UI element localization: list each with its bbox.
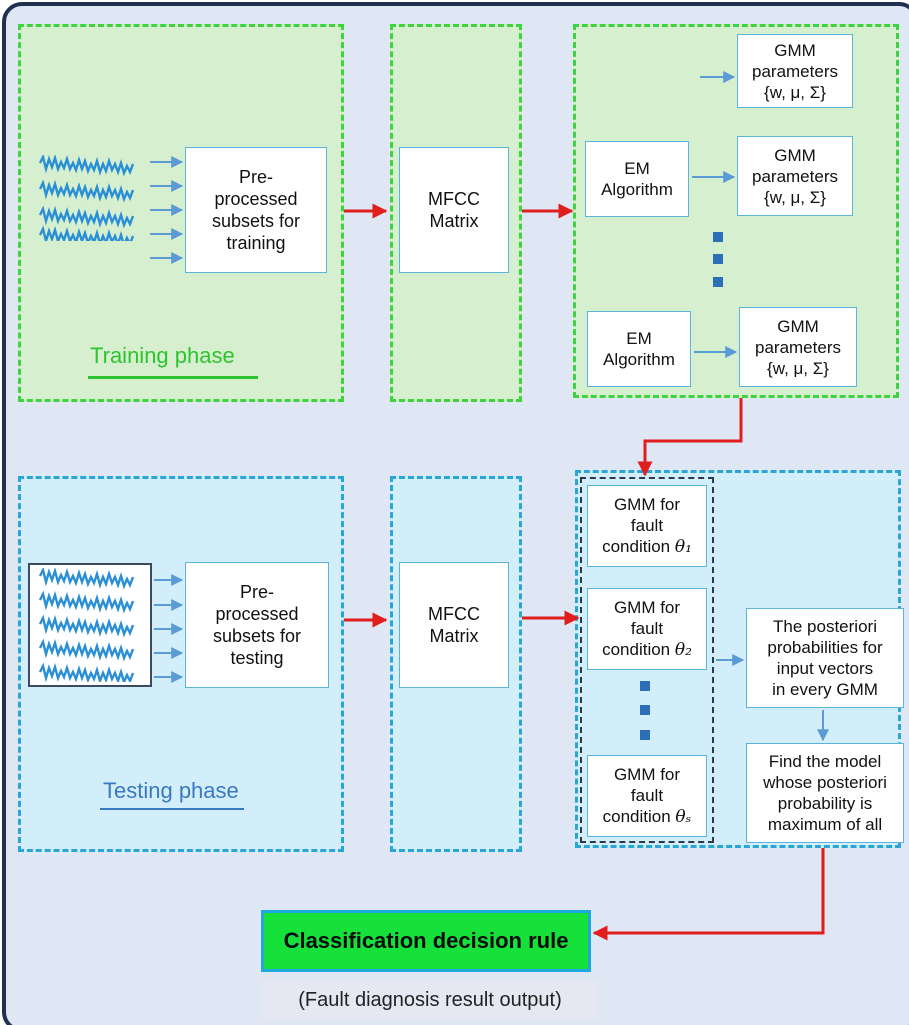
find-model-box: Find the model whose posteriori probabil…: [746, 743, 904, 843]
training-label-underline: [88, 376, 258, 379]
training-gmm-params-top: GMM parameters {w, μ, Σ}: [737, 34, 853, 108]
training-mfcc-box: MFCC Matrix: [399, 147, 509, 273]
testing-gmm-box-s: GMM for fault condition θₛ: [587, 755, 707, 837]
training-em-box-2: EM Algorithm: [587, 311, 691, 387]
testing-gmm-box-2: GMM for fault condition θ₂: [587, 588, 707, 670]
classification-decision-box: Classification decision rule: [261, 910, 591, 972]
testing-gmm-box-1: GMM for fault condition θ₁: [587, 485, 707, 567]
training-preprocess-box: Pre- processed subsets for training: [185, 147, 327, 273]
testing-signal-waveforms: [38, 568, 135, 682]
training-gmm-params-1: GMM parameters {w, μ, Σ}: [737, 136, 853, 216]
training-signal-waveforms: [38, 155, 135, 241]
testing-mfcc-box: MFCC Matrix: [399, 562, 509, 688]
testing-label-underline: [100, 808, 244, 810]
training-gmm-params-2: GMM parameters {w, μ, Σ}: [739, 307, 857, 387]
fault-diagnosis-output-note: (Fault diagnosis result output): [262, 980, 598, 1020]
training-input-arrows: [150, 156, 184, 264]
testing-phase-label: Testing phase: [103, 778, 239, 803]
training-phase-label: Training phase: [90, 343, 235, 368]
theta-2-symbol: θ₂: [674, 640, 692, 660]
testing-preprocess-box: Pre- processed subsets for testing: [185, 562, 329, 688]
testing-input-arrows: [154, 574, 184, 683]
blue-flow-arrows: [692, 71, 829, 742]
gmm-group-box: [580, 477, 714, 843]
theta-s-symbol: θₛ: [675, 807, 692, 827]
training-em-box-1: EM Algorithm: [585, 141, 689, 217]
posteriori-probabilities-box: The posteriori probabilities for input v…: [746, 608, 904, 708]
theta-1-symbol: θ₁: [674, 537, 692, 557]
red-flow-arrows: [344, 203, 825, 941]
